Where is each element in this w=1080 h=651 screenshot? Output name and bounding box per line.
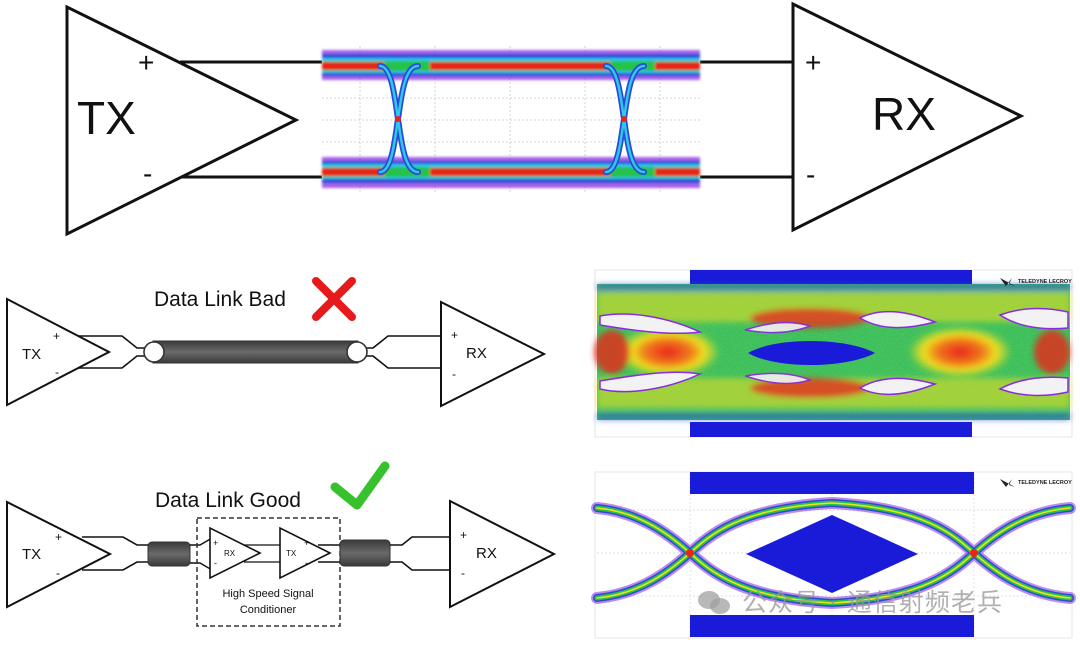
good-rx-amplifier: [449, 499, 557, 609]
bad-eye-diagram: TELEDYNE LECROY: [594, 269, 1073, 438]
top-rx-amplifier: [791, 1, 1025, 233]
bad-tx-minus: -: [55, 365, 59, 379]
top-link-diagram: TX + - RX + -: [65, 1, 1025, 237]
top-rx-minus: -: [806, 159, 815, 190]
good-tx-plus: +: [55, 530, 62, 544]
conditioner-rx-minus: -: [214, 558, 217, 568]
conditioner-tx-label: TX: [286, 549, 297, 558]
conditioner-tx-amplifier: [279, 526, 332, 580]
bad-tx-amplifier: [6, 297, 112, 407]
bad-rx-amplifier: [440, 300, 547, 408]
scope-brand-bad: TELEDYNE LECROY: [1018, 279, 1072, 285]
bad-eye-mask-bottom: [690, 422, 972, 437]
good-eye-mask-bottom: [690, 615, 974, 637]
good-link-title: Data Link Good: [155, 489, 301, 512]
good-eye-mask-top: [690, 472, 974, 494]
scope-brand-good: TELEDYNE LECROY: [1018, 480, 1072, 486]
teledyne-lecroy-logo: TELEDYNE LECROY: [1000, 479, 1072, 487]
top-tx-label: TX: [77, 92, 136, 144]
good-eye-mask-center: [746, 515, 918, 593]
watermark: 公众号 · 通信射频老兵: [696, 586, 1003, 617]
bad-eye-mask-top: [690, 270, 972, 284]
bad-link-title: Data Link Bad: [154, 288, 286, 311]
wechat-icon: [696, 587, 734, 615]
conditioner-rx-plus: +: [213, 538, 218, 548]
good-tx-label: TX: [22, 546, 41, 563]
good-cable-right: [339, 539, 391, 567]
teledyne-lecroy-logo: TELEDYNE LECROY: [1000, 278, 1072, 286]
conditioner-rx-amplifier: [209, 526, 262, 580]
conditioner-label-line2: Conditioner: [240, 604, 297, 616]
conditioner-tx-plus: +: [304, 538, 309, 548]
check-mark-icon: [330, 461, 390, 510]
conditioner-rx-label: RX: [224, 549, 236, 558]
watermark-text: 公众号 · 通信射频老兵: [742, 588, 1003, 617]
good-tx-amplifier: [6, 500, 113, 609]
bad-tx-label: TX: [22, 346, 41, 363]
bad-rx-plus: +: [451, 328, 458, 342]
good-rx-label: RX: [476, 545, 497, 562]
good-link-diagram: Data Link Good TX + - RX + - TX + - High…: [6, 461, 557, 627]
conditioner-label-line1: High Speed Signal: [222, 588, 313, 600]
signal-conditioner-box: [196, 517, 341, 627]
bad-cable: [152, 340, 359, 364]
top-tx-minus: -: [143, 158, 152, 189]
good-eye-diagram: TELEDYNE LECROY: [591, 471, 1076, 639]
top-tx-amplifier: [65, 4, 300, 237]
top-eye-diagram: [322, 46, 700, 192]
bad-cable-connector-left: [143, 341, 165, 363]
bad-tx-plus: +: [53, 329, 60, 343]
conditioner-tx-minus: -: [305, 558, 308, 568]
good-rx-plus: +: [460, 528, 467, 542]
bad-cable-connector-right: [346, 341, 368, 363]
bad-link-diagram: Data Link Bad TX + - RX + -: [6, 277, 547, 408]
good-cable-left: [147, 541, 191, 567]
top-rx-label: RX: [872, 88, 936, 140]
bad-rx-label: RX: [466, 345, 487, 362]
x-mark-icon: [312, 277, 356, 321]
top-rx-plus: +: [805, 47, 821, 78]
top-tx-plus: +: [138, 47, 154, 78]
good-tx-minus: -: [56, 566, 60, 580]
good-rx-minus: -: [461, 566, 465, 580]
bad-rx-minus: -: [452, 367, 456, 381]
bad-eye-mask-center: [748, 341, 875, 365]
